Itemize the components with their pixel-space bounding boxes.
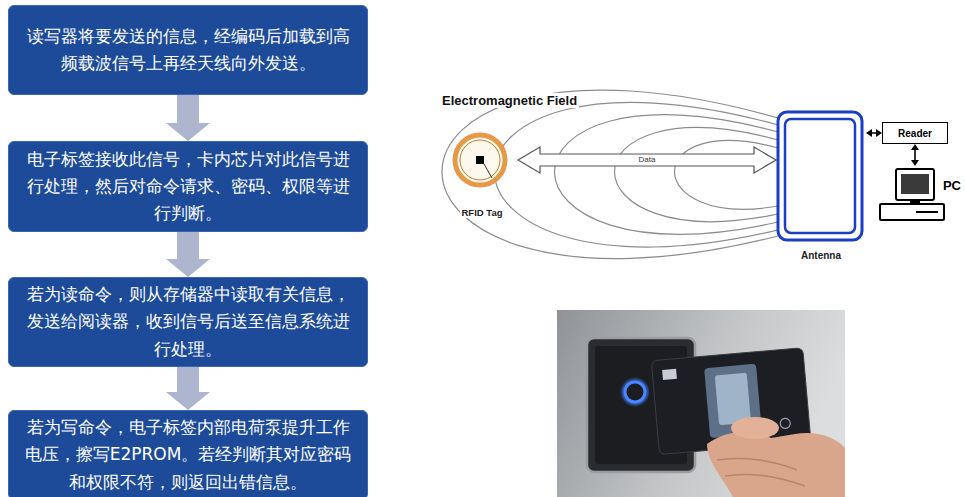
link-arrow: [866, 129, 882, 137]
indicator-ring: [625, 382, 645, 402]
process-box: 读写器将要发送的信息，经编码后加载到高频载波信号上再经天线向外发送。: [8, 5, 368, 95]
reader-box: Reader: [882, 122, 948, 144]
finger-crease: [717, 458, 797, 470]
wall-background: [557, 310, 845, 497]
field-line: [675, 141, 779, 210]
hand: [707, 432, 845, 497]
edge-label: Data: [637, 156, 658, 164]
antenna-outer-loop: [778, 112, 862, 240]
rfid-tag: RFID Tag: [446, 128, 518, 220]
process-box: 若为写命令，电子标签内部电荷泵提升工作电压，擦写E2PROM。若经判断其对应密码…: [8, 410, 368, 497]
pc-node: PC: [876, 166, 962, 224]
process-box: 若为读命令，则从存储器中读取有关信息，发送给阅读器，收到信号后送至信息系统进行处…: [8, 277, 368, 367]
pc-drive-slot: [916, 211, 938, 213]
node-text: Reader: [898, 128, 932, 139]
link-arrow: [911, 144, 919, 166]
tag-ring: [455, 135, 505, 185]
thumb: [731, 417, 779, 439]
node-text: 若为读命令，则从存储器中读取有关信息，发送给阅读器，收到信号后送至信息系统进行处…: [19, 281, 357, 363]
photo-illustration: [557, 310, 845, 497]
node-text: 若为写命令，电子标签内部电荷泵提升工作电压，擦写E2PROM。若经判断其对应密码…: [19, 414, 357, 496]
flow-arrow: [166, 367, 210, 410]
node-text: RFID Tag: [460, 207, 505, 218]
node-text: PC: [943, 178, 961, 193]
card-logo: [662, 369, 677, 380]
data-arrow: [518, 147, 776, 173]
node-text: Antenna: [799, 250, 843, 261]
finger-crease: [725, 474, 805, 486]
antenna-shape: [776, 110, 866, 262]
pc-icon: [876, 166, 962, 224]
field-line: [555, 115, 779, 235]
field-line: [442, 90, 778, 259]
ring-glow: [620, 377, 650, 407]
process-box: 电子标签接收此信号，卡内芯片对此信号进行处理，然后对命令请求、密码、权限等进行判…: [8, 141, 368, 232]
node-text: 读写器将要发送的信息，经编码后加载到高频载波信号上再经天线向外发送。: [19, 23, 357, 77]
field-label: Electromagnetic Field: [440, 93, 579, 108]
card-phone: [715, 373, 751, 426]
pc-base: [880, 204, 944, 220]
pc-monitor: [896, 169, 934, 200]
card-icon: [780, 418, 791, 429]
flow-arrow: [166, 95, 210, 141]
tag-chip: [476, 156, 484, 164]
tag-coil: [460, 140, 500, 180]
tag-wire: [484, 164, 492, 178]
flow-arrow: [166, 232, 210, 277]
antenna-coil: Antenna: [776, 110, 866, 262]
field-line: [615, 128, 779, 222]
field-line: [495, 102, 779, 247]
pc-screen: [901, 174, 929, 194]
antenna-inner-loop: [785, 119, 855, 233]
node-text: 电子标签接收此信号，卡内芯片对此信号进行处理，然后对命令请求、密码、权限等进行判…: [19, 146, 357, 228]
